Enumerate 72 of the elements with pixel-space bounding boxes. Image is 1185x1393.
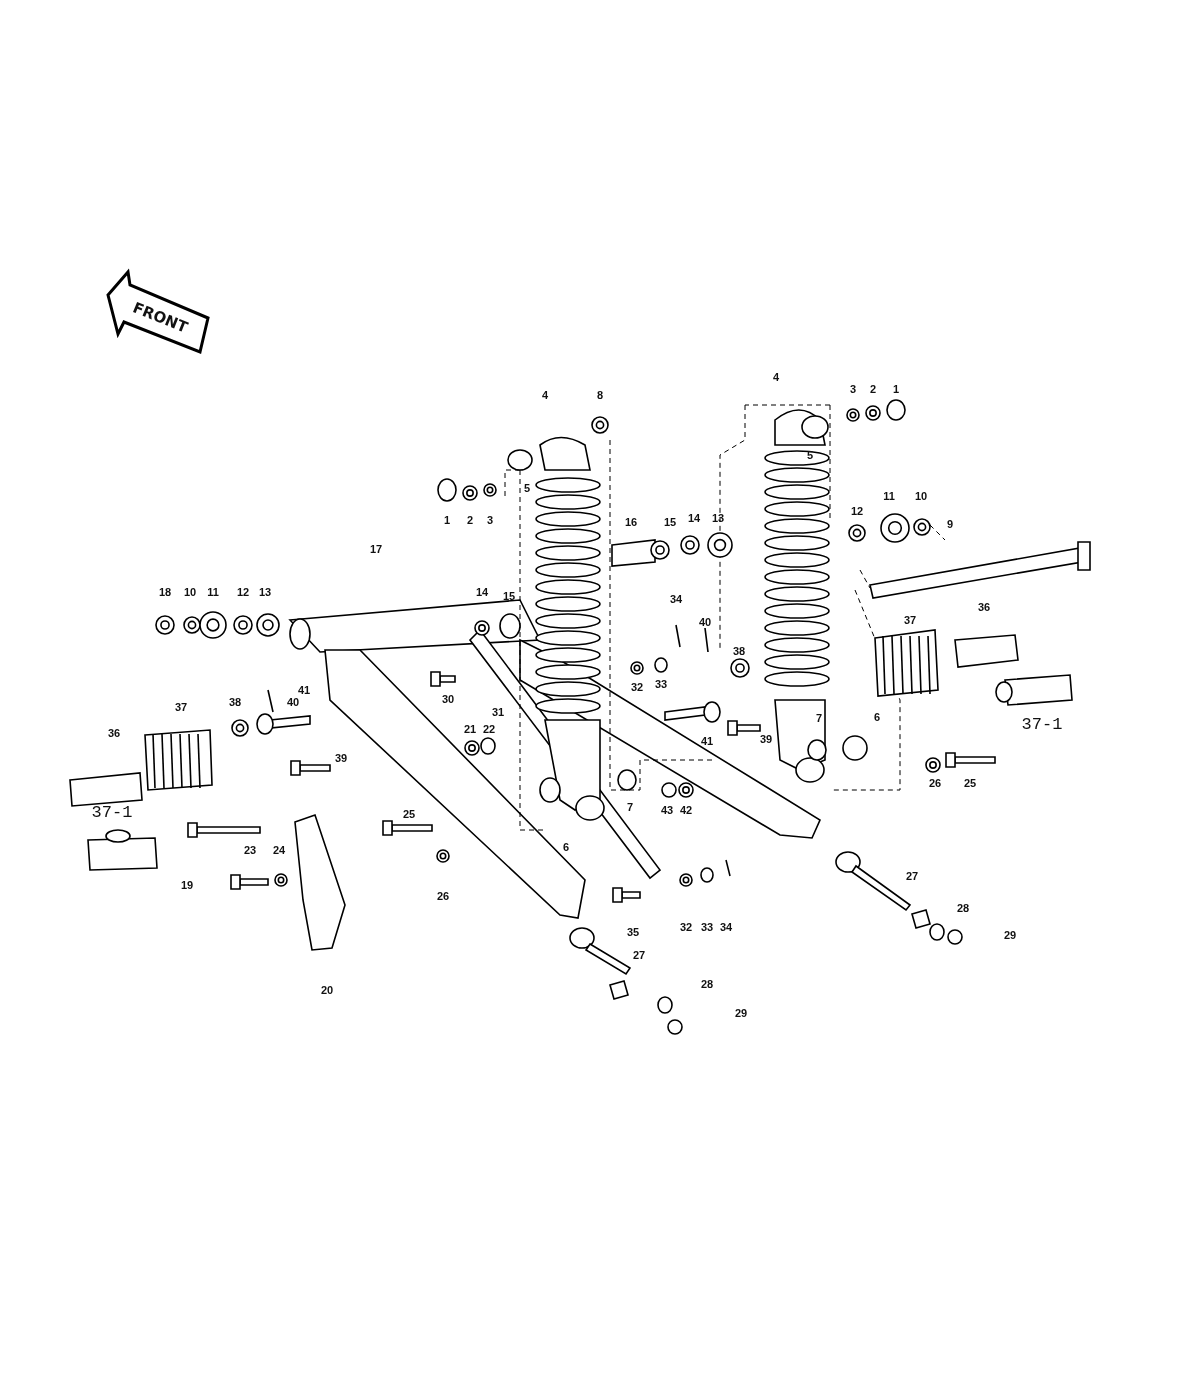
callout-number: 33 bbox=[654, 678, 668, 690]
callout-number: 37 bbox=[903, 614, 917, 626]
callout-number: 27 bbox=[905, 870, 919, 882]
callout-number: 15 bbox=[663, 516, 677, 528]
callout-number: 37 bbox=[174, 701, 188, 713]
callout-number: 2 bbox=[466, 514, 474, 526]
callout-number: 15 bbox=[502, 590, 516, 602]
callout-number: 5 bbox=[523, 482, 531, 494]
callout-number: 10 bbox=[183, 586, 197, 598]
callout-number: 7 bbox=[815, 712, 823, 724]
callout-number: 40 bbox=[286, 696, 300, 708]
callout-number: 3 bbox=[849, 383, 857, 395]
callout-number: 28 bbox=[956, 902, 970, 914]
callout-number: 43 bbox=[660, 804, 674, 816]
callout-number: 29 bbox=[1003, 929, 1017, 941]
callout-number: 13 bbox=[711, 512, 725, 524]
callout-number: 35 bbox=[626, 926, 640, 938]
callout-number: 11 bbox=[207, 586, 219, 598]
callout-number: 41 bbox=[700, 735, 714, 747]
callout-number: 4 bbox=[772, 371, 780, 383]
callout-number: 21 bbox=[463, 723, 477, 735]
callout-number: 29 bbox=[734, 1007, 748, 1019]
callout-number: 38 bbox=[228, 696, 242, 708]
callout-number: 18 bbox=[158, 586, 172, 598]
callout-number: 10 bbox=[914, 490, 928, 502]
callout-number: 6 bbox=[873, 711, 881, 723]
callout-number: 3 bbox=[486, 514, 494, 526]
callout-number: 1 bbox=[892, 383, 900, 395]
callout-number: 38 bbox=[732, 645, 746, 657]
callout-number: 40 bbox=[698, 616, 712, 628]
callout-number: 34 bbox=[719, 921, 733, 933]
callout-number: 30 bbox=[441, 693, 455, 705]
callout-number: 26 bbox=[436, 890, 450, 902]
callout-number: 6 bbox=[562, 841, 570, 853]
callout-number: 16 bbox=[624, 516, 638, 528]
callout-number: 2 bbox=[869, 383, 877, 395]
callout-number: 1 bbox=[443, 514, 451, 526]
callout-number: 25 bbox=[402, 808, 416, 820]
callout-number: 11 bbox=[883, 490, 895, 502]
callout-number: 37-1 bbox=[91, 803, 133, 821]
callout-number: 19 bbox=[180, 879, 194, 891]
callout-number: 27 bbox=[632, 949, 646, 961]
callout-number: 14 bbox=[475, 586, 489, 598]
callout-number: 32 bbox=[679, 921, 693, 933]
callout-number: 34 bbox=[669, 593, 683, 605]
callout-number: 23 bbox=[243, 844, 257, 856]
callout-number: 17 bbox=[369, 543, 383, 555]
callout-number: 42 bbox=[679, 804, 693, 816]
callout-number: 25 bbox=[963, 777, 977, 789]
callout-number: 12 bbox=[236, 586, 250, 598]
callout-number: 41 bbox=[297, 684, 311, 696]
callout-number: 36 bbox=[977, 601, 991, 613]
callout-number: 33 bbox=[700, 921, 714, 933]
callout-number: 37-1 bbox=[1021, 715, 1063, 733]
callout-number: 24 bbox=[272, 844, 286, 856]
callout-number: 5 bbox=[806, 449, 814, 461]
callout-number: 13 bbox=[258, 586, 272, 598]
callout-number: 39 bbox=[334, 752, 348, 764]
callout-number: 8 bbox=[596, 389, 604, 401]
callout-number: 9 bbox=[946, 518, 954, 530]
callout-number: 22 bbox=[482, 723, 496, 735]
callout-number: 36 bbox=[107, 727, 121, 739]
callout-number: 32 bbox=[630, 681, 644, 693]
callout-number: 14 bbox=[687, 512, 701, 524]
callout-number: 31 bbox=[491, 706, 505, 718]
callout-number: 12 bbox=[850, 505, 864, 517]
callout-number: 39 bbox=[759, 733, 773, 745]
callout-number: 4 bbox=[541, 389, 549, 401]
callout-number: 28 bbox=[700, 978, 714, 990]
callout-number: 26 bbox=[928, 777, 942, 789]
callout-number: 7 bbox=[626, 801, 634, 813]
callout-number: 20 bbox=[320, 984, 334, 996]
